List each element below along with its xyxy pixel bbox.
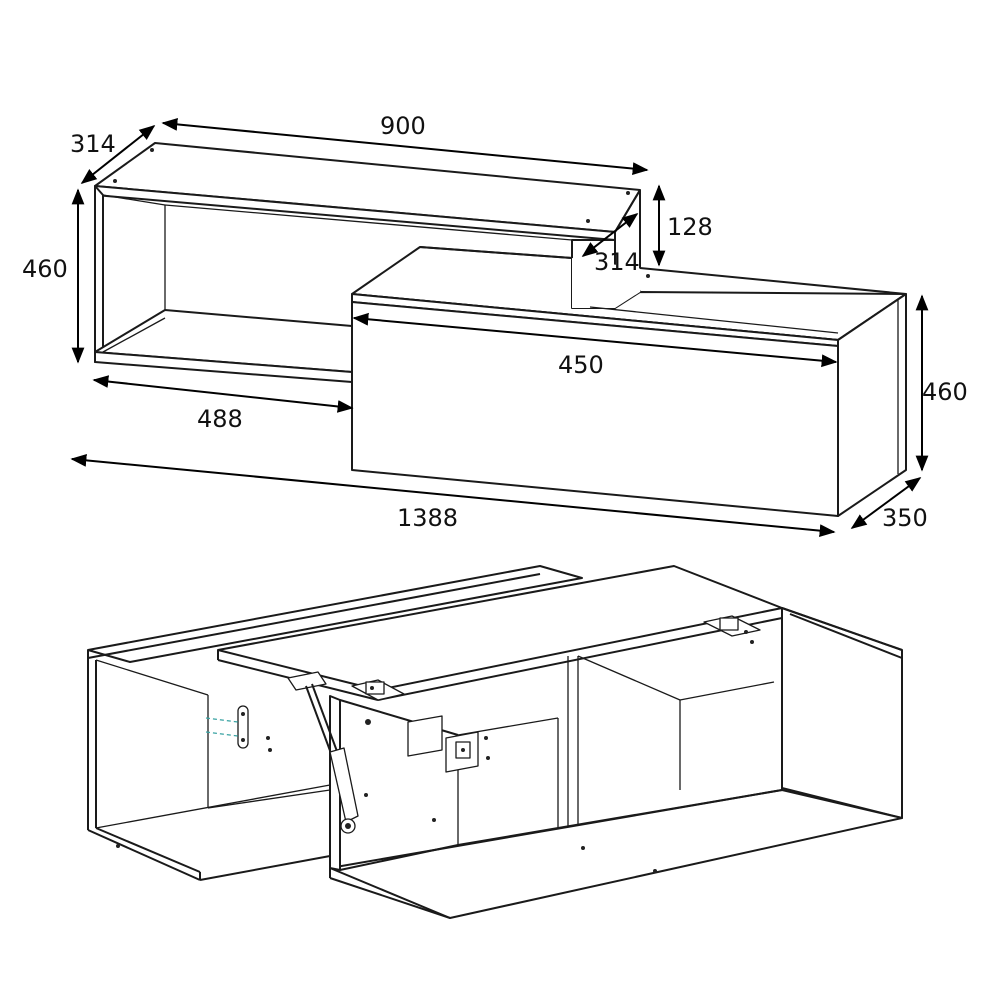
- screw-dot: [364, 793, 368, 797]
- dim-label-width-left: 488: [197, 405, 243, 433]
- screw-dot: [653, 869, 657, 873]
- dim-line-total-width: [70, 454, 836, 537]
- dim-line-depth-top: [80, 125, 156, 184]
- cabinet-open-view: [87, 565, 903, 919]
- dim-line-width-top: [161, 118, 649, 175]
- dim-label-height-left: 460: [22, 255, 68, 283]
- dim-label-step-height: 128: [667, 213, 713, 241]
- screw-dot: [581, 846, 585, 850]
- screw-dot: [646, 274, 650, 278]
- screw-dot: [626, 191, 630, 195]
- dim-line-width-left: [92, 375, 354, 413]
- lower-drawer-unit: [351, 246, 907, 517]
- screw-dot: [113, 179, 117, 183]
- dim-line-depth-inner: [581, 213, 639, 257]
- dim-label-depth-right: 350: [882, 504, 928, 532]
- screw-dot: [116, 844, 120, 848]
- dim-label-height-right: 460: [922, 378, 968, 406]
- dim-label-width-top: 900: [380, 112, 426, 140]
- dim-label-depth-inner: 314: [594, 248, 640, 276]
- hinge-right: [703, 615, 761, 644]
- screw-dot: [150, 148, 154, 152]
- dim-label-total-width: 1388: [397, 504, 458, 532]
- hinge-left: [351, 679, 405, 701]
- dim-label-depth-top: 314: [70, 130, 116, 158]
- dim-line-depth-right: [850, 477, 922, 529]
- dim-label-width-drawer: 450: [558, 351, 604, 379]
- dimension-lines: [70, 118, 929, 537]
- latch-bracket: [407, 715, 490, 773]
- dim-line-width-drawer: [352, 312, 838, 368]
- gas-strut: [287, 671, 359, 834]
- wall-mount-bracket: [205, 705, 272, 752]
- screw-dot: [365, 719, 371, 725]
- screw-dot: [586, 219, 590, 223]
- screw-dot: [432, 818, 436, 822]
